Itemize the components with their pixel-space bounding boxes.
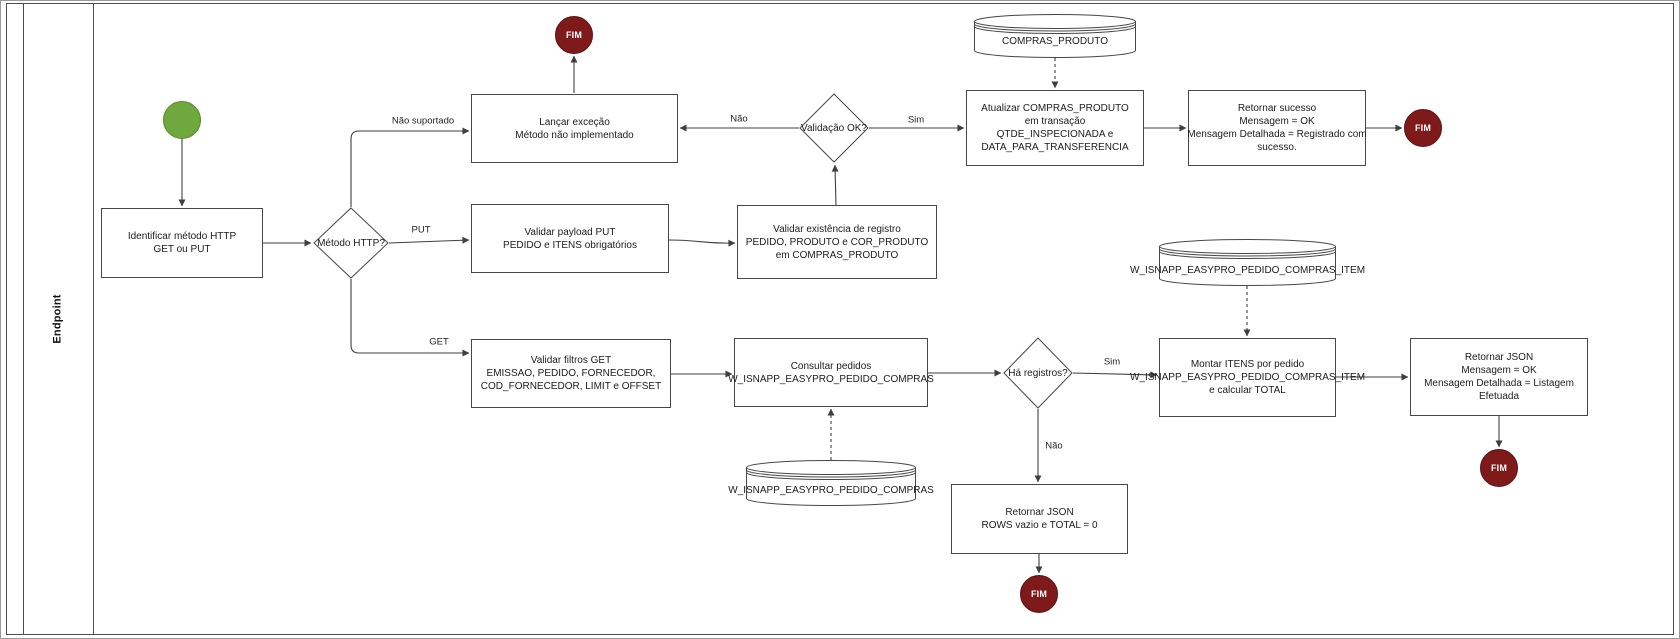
- edge-label-registros-sim: Sim: [1103, 356, 1121, 368]
- edge-label-registros-nao: Não: [1045, 440, 1063, 452]
- datastore-label: COMPRAS_PRODUTO: [1002, 36, 1108, 47]
- gateway-metodo-http: Método HTTP?: [313, 207, 389, 279]
- edge-payload-to-existencia: [668, 239, 736, 247]
- end-event-vazio: FIM: [1020, 575, 1058, 613]
- edge-label-get: GET: [429, 336, 449, 348]
- pool-border: [6, 3, 1674, 635]
- datastore-label: W_ISNAPP_EASYPRO_PEDIDO_COMPRAS: [728, 485, 934, 496]
- end-event-label: FIM: [1490, 463, 1508, 473]
- gateway-validacao-ok: Validação OK?: [799, 93, 869, 163]
- end-event-excecao: FIM: [555, 16, 593, 54]
- end-event-label: FIM: [1030, 589, 1048, 599]
- edge-label-validacao-nao: Não: [730, 113, 748, 125]
- diamond-shape: [1003, 337, 1073, 409]
- task-retornar-listagem: Retornar JSON Mensagem = OK Mensagem Det…: [1410, 338, 1588, 416]
- task-retornar-sucesso: Retornar sucesso Mensagem = OK Mensagem …: [1187, 90, 1367, 166]
- task-label: Retornar JSON Mensagem = OK Mensagem Det…: [1424, 352, 1574, 402]
- task-label: Retornar sucesso Mensagem = OK Mensagem …: [1187, 103, 1367, 153]
- end-event-sucesso: FIM: [1404, 109, 1442, 147]
- edge-label-validacao-sim: Sim: [907, 114, 925, 126]
- datastore-pedido-compras-item: W_ISNAPP_EASYPRO_PEDIDO_COMPRAS_ITEM: [1130, 239, 1365, 286]
- task-label: Validar payload PUT PEDIDO e ITENS obrig…: [503, 226, 637, 251]
- gateway-label: Há registros?: [1008, 367, 1068, 379]
- start-event: [163, 101, 201, 139]
- datastore-pedido-compras: W_ISNAPP_EASYPRO_PEDIDO_COMPRAS: [728, 460, 934, 506]
- edge-metodo-put: [388, 236, 470, 244]
- diamond-shape: [799, 93, 869, 163]
- end-event-label: FIM: [1414, 123, 1432, 133]
- task-label: Identificar método HTTP GET ou PUT: [127, 231, 237, 255]
- gateway-label: Método HTTP?: [317, 237, 385, 249]
- datastore-compras-produto: COMPRAS_PRODUTO: [974, 14, 1136, 58]
- task-montar-itens: Montar ITENS por pedido W_ISNAPP_EASYPRO…: [1130, 338, 1365, 417]
- edge-metodo-get: [350, 279, 470, 357]
- edge-label-put: PUT: [411, 224, 431, 236]
- task-label: Validar existência de registro PEDIDO, P…: [745, 223, 929, 261]
- task-label: Montar ITENS por pedido W_ISNAPP_EASYPRO…: [1129, 359, 1366, 396]
- end-event-label: FIM: [565, 30, 583, 40]
- lane-title-divider: [93, 3, 94, 635]
- pool-title-divider: [23, 3, 24, 635]
- task-label: Consultar pedidos W_ISNAPP_EASYPRO_PEDID…: [728, 360, 934, 385]
- task-lancar-excecao: Lançar exceção Método não implementado: [471, 94, 678, 163]
- end-event-listagem: FIM: [1480, 449, 1518, 487]
- task-label: Lançar exceção Método não implementado: [515, 116, 634, 141]
- task-label: Atualizar COMPRAS_PRODUTO em transação Q…: [981, 103, 1129, 153]
- edge-label-nao-suportado: Não suportado: [391, 115, 455, 127]
- task-identificar-metodo: Identificar método HTTP GET ou PUT: [101, 208, 263, 278]
- diamond-shape: [313, 207, 389, 279]
- cylinder-shape: [1159, 239, 1336, 286]
- task-atualizar-compras-produto: Atualizar COMPRAS_PRODUTO em transação Q…: [966, 90, 1144, 166]
- edge-existencia-to-validacao: [831, 164, 839, 206]
- task-validar-payload-put: Validar payload PUT PEDIDO e ITENS obrig…: [471, 204, 669, 273]
- cylinder-shape: [746, 460, 916, 506]
- edge-metodo-nao-suportado: [350, 127, 470, 207]
- task-validar-filtros-get: Validar filtros GET EMISSAO, PEDIDO, FOR…: [471, 339, 671, 408]
- task-label: Retornar JSON ROWS vazio e TOTAL = 0: [981, 507, 1098, 531]
- task-validar-existencia: Validar existência de registro PEDIDO, P…: [737, 205, 937, 279]
- edge-haregistros-sim: [1072, 371, 1158, 379]
- gateway-ha-registros: Há registros?: [1003, 337, 1073, 409]
- task-retornar-vazio: Retornar JSON ROWS vazio e TOTAL = 0: [951, 484, 1128, 554]
- task-label: Validar filtros GET EMISSAO, PEDIDO, FOR…: [480, 355, 662, 392]
- datastore-label: W_ISNAPP_EASYPRO_PEDIDO_COMPRAS_ITEM: [1129, 265, 1366, 276]
- gateway-label: Validação OK?: [801, 122, 867, 134]
- task-consultar-pedidos: Consultar pedidos W_ISNAPP_EASYPRO_PEDID…: [728, 338, 934, 407]
- cylinder-shape: [974, 14, 1136, 58]
